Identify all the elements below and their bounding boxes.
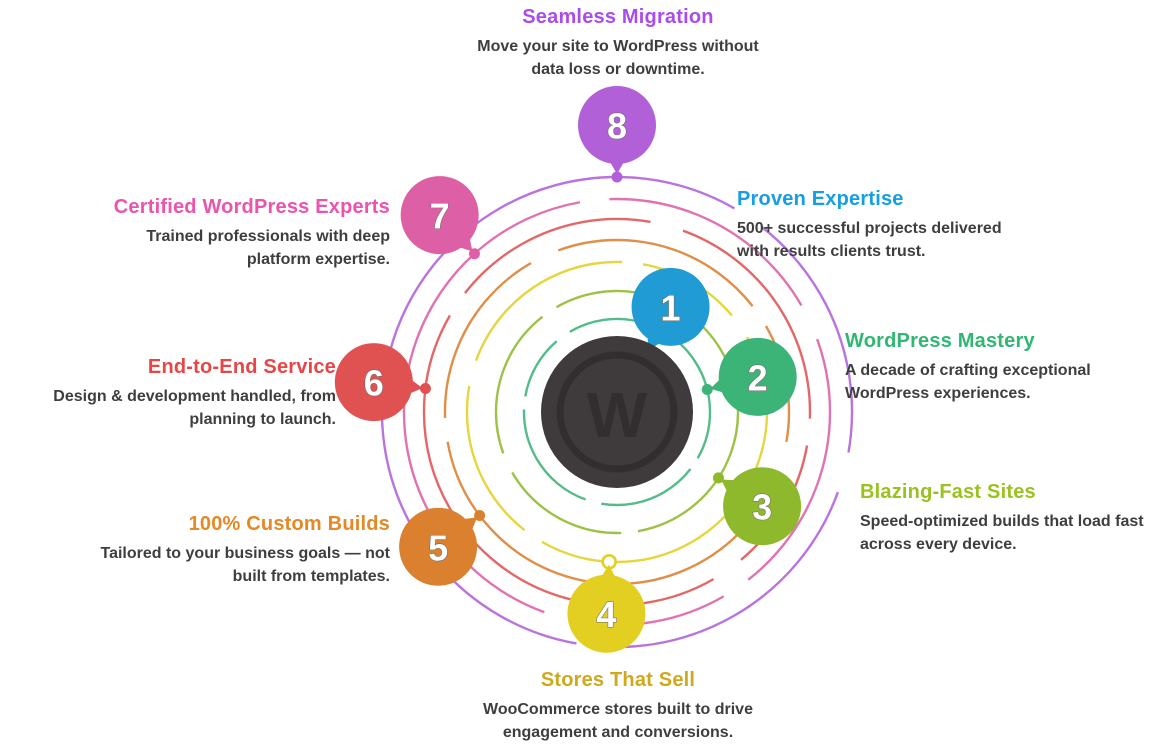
pin-6: [334, 343, 413, 422]
pin-number-7: 7: [430, 196, 450, 237]
connector-dot-8: [611, 171, 623, 183]
pin-5: [399, 507, 478, 586]
wordpress-logo-ring: [556, 351, 678, 473]
label-title: Certified WordPress Experts: [113, 196, 390, 218]
label-end-to-end-service: End-to-End Service Design & development …: [8, 356, 336, 431]
wordpress-logo-icon: W: [587, 379, 648, 451]
pin-number-4: 4: [596, 594, 616, 635]
label-title: Blazing-Fast Sites: [860, 481, 1036, 503]
pin-number-1: 1: [661, 287, 681, 328]
label-blazing-fast-sites: Blazing-Fast Sites Speed-optimized build…: [860, 481, 1170, 556]
label-proven-expertise: Proven Expertise 500+ successful project…: [737, 188, 1067, 263]
label-description: Tailored to your business goals — not bu…: [100, 545, 390, 586]
ring-2: [522, 317, 712, 507]
label-title: 100% Custom Builds: [188, 513, 390, 535]
connector-dot-6: [419, 382, 431, 394]
pin-number-5: 5: [428, 527, 448, 568]
label-stores-that-sell: Stores That Sell WooCommerce stores buil…: [368, 669, 868, 744]
pin-1: [631, 267, 710, 346]
pin-number-2: 2: [748, 357, 768, 398]
label-title: Seamless Migration: [522, 6, 714, 28]
pin-4: [567, 574, 646, 653]
pin-3: [723, 467, 802, 546]
ring-5: [443, 238, 791, 586]
label-description: Speed-optimized builds that load fast ac…: [860, 513, 1144, 554]
label-100-custom-builds: 100% Custom Builds Tailored to your busi…: [58, 513, 390, 588]
label-description: Move your site to WordPress without data…: [477, 38, 759, 79]
label-title: WordPress Mastery: [845, 330, 1035, 352]
ring-6: [422, 217, 812, 607]
label-description: A decade of crafting exceptional WordPre…: [845, 362, 1091, 403]
label-description: 500+ successful projects delivered with …: [737, 220, 1002, 261]
label-certified-wordpress-experts: Certified WordPress Experts Trained prof…: [58, 196, 390, 271]
pin-number-8: 8: [607, 106, 627, 147]
pin-7: [400, 176, 479, 255]
label-description: Trained professionals with deep platform…: [146, 228, 390, 269]
pin-number-3: 3: [752, 487, 772, 528]
label-title: Proven Expertise: [737, 188, 904, 210]
pin-number-6: 6: [364, 363, 384, 404]
ring-4: [465, 260, 769, 564]
pin-2: [718, 337, 797, 416]
connector-dot-3: [712, 472, 724, 484]
label-seamless-migration: Seamless Migration Move your site to Wor…: [368, 6, 868, 81]
ring-7: [402, 197, 832, 627]
label-title: Stores That Sell: [540, 669, 696, 691]
label-title: End-to-End Service: [147, 356, 336, 378]
connector-dot-5: [474, 510, 486, 522]
pin-8: [578, 86, 656, 164]
label-description: Design & development handled, from plann…: [53, 388, 336, 429]
connector-dot-2: [701, 384, 713, 396]
label-wordpress-mastery: WordPress Mastery A decade of crafting e…: [845, 330, 1167, 405]
label-description: WooCommerce stores built to drive engage…: [483, 701, 753, 742]
